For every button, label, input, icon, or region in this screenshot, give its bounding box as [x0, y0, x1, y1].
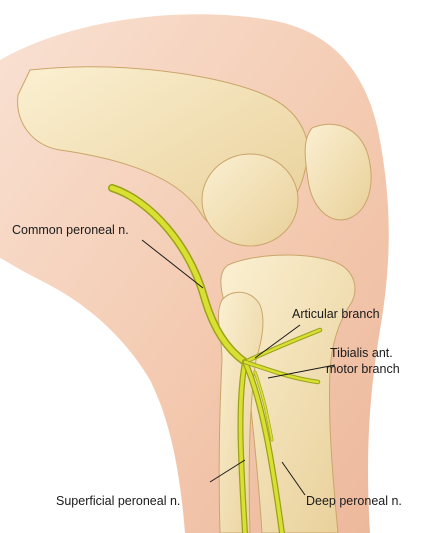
label-common-peroneal: Common peroneal n. [12, 223, 129, 238]
label-tibialis-line2: motor branch [326, 362, 400, 377]
label-tibialis-line1: Tibialis ant. [330, 346, 393, 361]
femoral-condyle [202, 154, 298, 246]
label-superficial-peroneal: Superficial peroneal n. [56, 494, 180, 509]
label-deep-peroneal: Deep peroneal n. [306, 494, 402, 509]
label-articular-branch: Articular branch [292, 307, 380, 322]
